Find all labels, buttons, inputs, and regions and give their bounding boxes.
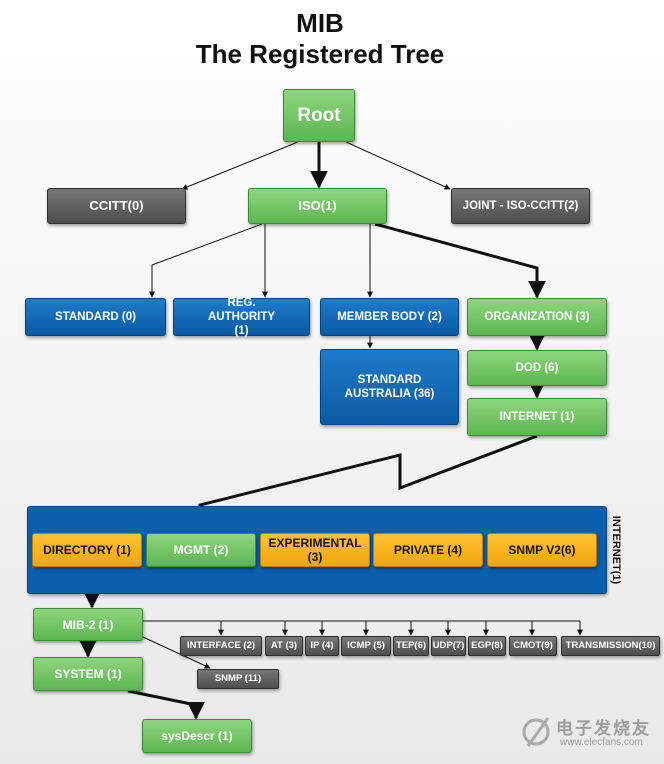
node-member-body: MEMBER BODY (2) — [320, 298, 459, 336]
node-standard: STANDARD (0) — [25, 298, 166, 336]
node-dod: DOD (6) — [467, 350, 607, 386]
diagram-title-line1: MIB — [296, 8, 344, 38]
node-root: Root — [283, 89, 355, 142]
node-snmp-v2: SNMP V2(6) — [487, 533, 597, 567]
watermark-url: www.elecfans.com — [560, 737, 643, 748]
node-joint-iso-ccitt: JOINT - ISO-CCITT(2) — [451, 188, 590, 224]
watermark-brand: 电子发烧友 — [556, 719, 651, 738]
node-interface: INTERFACE (2) — [180, 636, 262, 656]
node-private: PRIVATE (4) — [373, 533, 483, 567]
diagram-title-line2: The Registered Tree — [195, 39, 445, 69]
node-egp: EGP(8) — [468, 636, 506, 656]
internet-side-label: INTERNET(1) — [606, 508, 626, 592]
node-at: AT (3) — [265, 636, 303, 656]
node-mib-2: MIB-2 (1) — [33, 608, 143, 641]
node-iso: ISO(1) — [248, 188, 387, 224]
node-snmp: SNMP (11) — [197, 669, 279, 689]
node-reg-authority: REG. AUTHORITY (1) — [173, 297, 310, 337]
node-udp: UDP(7) — [431, 636, 466, 656]
node-transmission: TRANSMISSION(10) — [561, 636, 660, 656]
node-organization: ORGANIZATION (3) — [467, 298, 607, 336]
node-cmot: CMOT(9) — [509, 636, 557, 656]
node-mgmt: MGMT (2) — [146, 533, 256, 567]
node-ip: IP (4) — [305, 636, 339, 656]
watermark-logo-icon — [522, 717, 550, 747]
node-internet: INTERNET (1) — [467, 398, 607, 436]
node-experimental: EXPERIMENTAL (3) — [260, 533, 370, 567]
node-directory: DIRECTORY (1) — [32, 533, 142, 567]
node-system: SYSTEM (1) — [33, 657, 143, 691]
node-sysdescr: sysDescr (1) — [142, 719, 252, 753]
node-tep: TEP(6) — [393, 636, 429, 656]
node-icmp: ICMP (5) — [341, 636, 391, 656]
node-standard-australia: STANDARD AUSTRALIA (36) — [320, 349, 459, 425]
internet-side-text: INTERNET(1) — [610, 515, 623, 585]
watermark: 电子发烧友 www.elecfans.com — [520, 710, 660, 758]
node-ccitt: CCITT(0) — [47, 188, 186, 224]
